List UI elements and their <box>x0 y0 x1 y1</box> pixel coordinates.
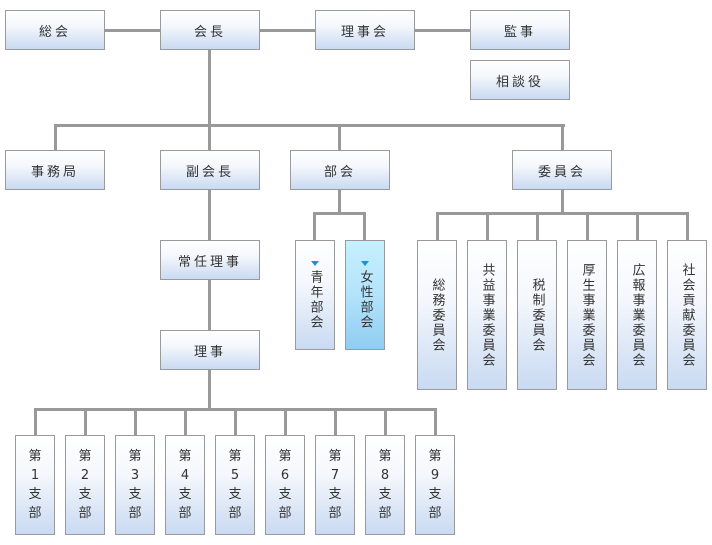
general-meeting-box[interactable]: 総会 <box>5 10 105 50</box>
executive-director-label: 常任理事 <box>177 254 242 270</box>
connector <box>104 29 160 32</box>
connector <box>208 189 211 240</box>
connector <box>434 408 437 435</box>
secretariat-label: 事務局 <box>30 164 79 180</box>
divisions-label: 部会 <box>323 164 356 180</box>
connector <box>208 279 211 330</box>
branch-item-label: 第 9 支 部 <box>428 449 442 521</box>
division-item-women[interactable]: 女性部会 <box>345 240 385 350</box>
connector <box>338 189 341 213</box>
committees-label: 委員会 <box>537 164 586 180</box>
committee-item-label: 税制委員会 <box>529 277 545 353</box>
connector <box>561 189 564 213</box>
connector <box>686 212 689 240</box>
connector <box>234 408 237 435</box>
divisions-box[interactable]: 部会 <box>290 150 390 190</box>
branch-item[interactable]: 第 5 支 部 <box>215 435 255 535</box>
advisor-label: 相談役 <box>495 74 544 90</box>
committee-item[interactable]: 税制委員会 <box>517 240 557 390</box>
connector <box>486 212 489 240</box>
branch-item[interactable]: 第 8 支 部 <box>365 435 405 535</box>
connector <box>536 212 539 240</box>
expand-arrow-icon[interactable] <box>311 260 319 266</box>
connector <box>338 124 341 150</box>
committee-item-label: 広報事業委員会 <box>629 262 645 368</box>
branch-item-label: 第 6 支 部 <box>278 449 292 521</box>
committees-box[interactable]: 委員会 <box>512 150 612 190</box>
vice-president-label: 副会長 <box>185 164 234 180</box>
branch-item-label: 第 2 支 部 <box>78 449 92 521</box>
connector <box>54 124 565 127</box>
auditor-label: 監事 <box>503 24 536 40</box>
branch-item-label: 第 1 支 部 <box>28 449 42 521</box>
branch-item-label: 第 4 支 部 <box>178 449 192 521</box>
secretariat-box[interactable]: 事務局 <box>5 150 105 190</box>
connector <box>636 212 639 240</box>
connector <box>208 369 211 409</box>
branch-item-label: 第 7 支 部 <box>328 449 342 521</box>
committee-item[interactable]: 共益事業委員会 <box>467 240 507 390</box>
branch-item[interactable]: 第 1 支 部 <box>15 435 55 535</box>
connector <box>313 212 366 215</box>
connector <box>313 212 316 240</box>
connector <box>414 29 470 32</box>
committee-item-label: 社会貢献委員会 <box>679 262 695 368</box>
branch-item-label: 第 3 支 部 <box>128 449 142 521</box>
connector <box>134 408 137 435</box>
committee-item-label: 総務委員会 <box>429 277 445 353</box>
general-meeting-label: 総会 <box>38 24 71 40</box>
connector <box>586 212 589 240</box>
president-box[interactable]: 会長 <box>160 10 260 50</box>
expand-arrow-icon[interactable] <box>361 260 369 266</box>
connector <box>284 408 287 435</box>
branch-item[interactable]: 第 6 支 部 <box>265 435 305 535</box>
vice-president-box[interactable]: 副会長 <box>160 150 260 190</box>
connector <box>34 408 37 435</box>
committee-item[interactable]: 厚生事業委員会 <box>567 240 607 390</box>
connector <box>561 124 564 150</box>
auditor-box[interactable]: 監事 <box>470 10 570 50</box>
executive-director-box[interactable]: 常任理事 <box>160 240 260 280</box>
connector <box>259 29 315 32</box>
connector <box>363 212 366 240</box>
branch-item-label: 第 8 支 部 <box>378 449 392 521</box>
branch-item[interactable]: 第 2 支 部 <box>65 435 105 535</box>
director-label: 理事 <box>193 344 226 360</box>
branch-item[interactable]: 第 3 支 部 <box>115 435 155 535</box>
board-box[interactable]: 理事会 <box>315 10 415 50</box>
connector <box>436 212 439 240</box>
board-label: 理事会 <box>340 24 389 40</box>
division-item-label: 女性部会 <box>357 269 373 330</box>
connector <box>384 408 387 435</box>
connector <box>54 124 57 150</box>
committee-item-label: 厚生事業委員会 <box>579 262 595 368</box>
advisor-box[interactable]: 相談役 <box>470 60 570 100</box>
connector <box>84 408 87 435</box>
committee-item[interactable]: 社会貢献委員会 <box>667 240 707 390</box>
division-item-youth[interactable]: 青年部会 <box>295 240 335 350</box>
branch-item-label: 第 5 支 部 <box>228 449 242 521</box>
committee-item[interactable]: 総務委員会 <box>417 240 457 390</box>
branch-item[interactable]: 第 4 支 部 <box>165 435 205 535</box>
committee-item-label: 共益事業委員会 <box>479 262 495 368</box>
committee-item[interactable]: 広報事業委員会 <box>617 240 657 390</box>
connector <box>208 49 211 150</box>
branch-item[interactable]: 第 9 支 部 <box>415 435 455 535</box>
connector <box>184 408 187 435</box>
branch-item[interactable]: 第 7 支 部 <box>315 435 355 535</box>
director-box[interactable]: 理事 <box>160 330 260 370</box>
connector <box>334 408 337 435</box>
division-item-label: 青年部会 <box>307 269 323 330</box>
connector <box>436 212 689 215</box>
president-label: 会長 <box>193 24 226 40</box>
